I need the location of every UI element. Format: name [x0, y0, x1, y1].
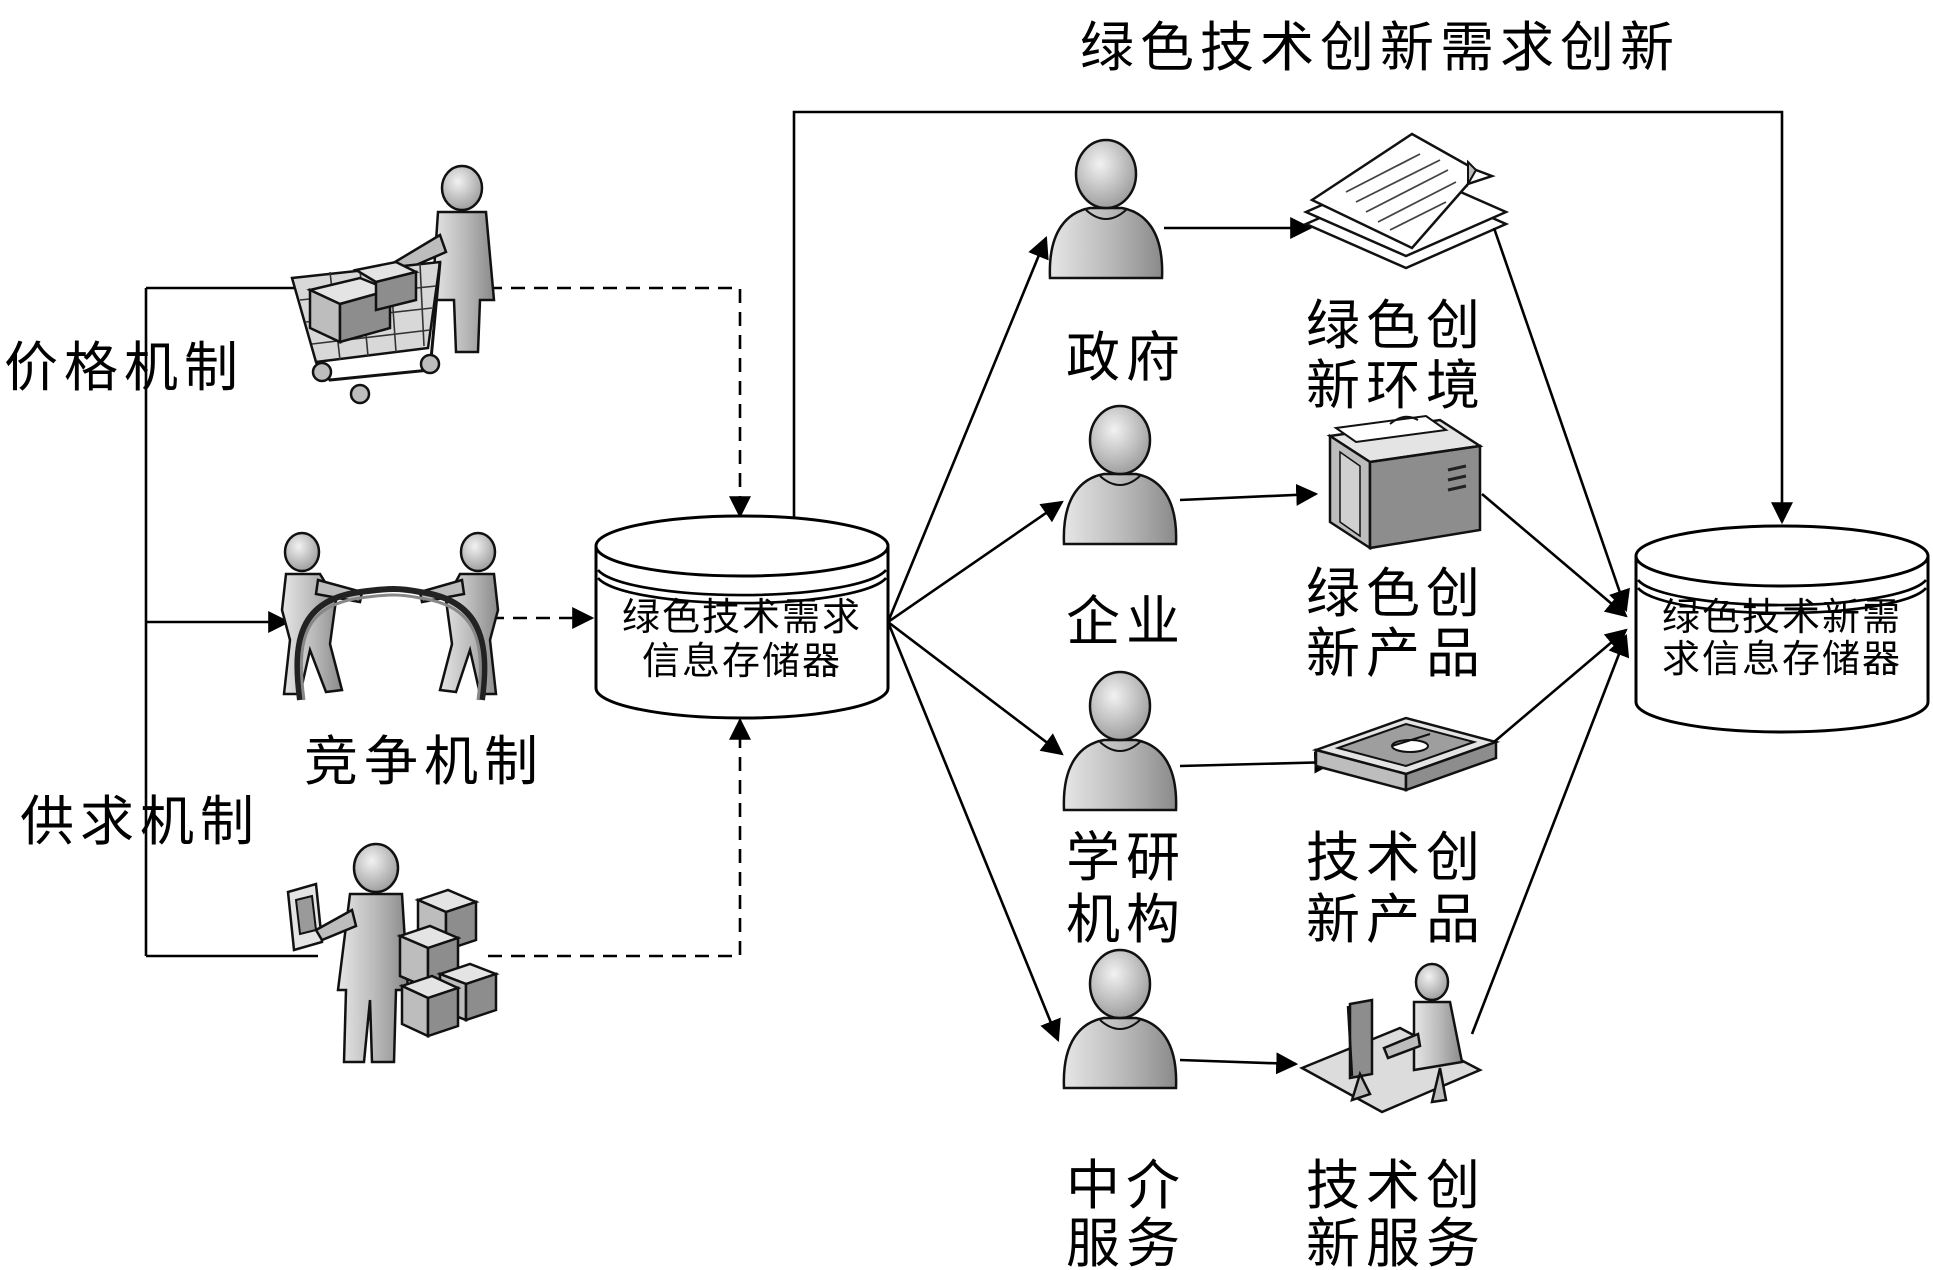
mechanism-connectors [144, 277, 323, 958]
government-person-icon [1048, 138, 1164, 280]
new-demand-info-storage: 绿色技术新需 求信息存储器 [1634, 524, 1930, 734]
demand-info-storage: 绿色技术需求 信息存储器 [594, 514, 890, 720]
actor-label-intermediary-line1: 中介 [1066, 1154, 1186, 1217]
actor-label-government: 政府 [1066, 326, 1186, 389]
supply-demand-mechanism-label: 供求机制 [20, 790, 260, 853]
actor-label-intermediary-line2: 服务 [1066, 1212, 1186, 1270]
output-label-green-environment-line2: 新环境 [1306, 354, 1486, 417]
tape-drive-icon [1311, 716, 1501, 792]
demand-storage-label-line2: 信息存储器 [642, 639, 842, 683]
storage-to-actor-arrows [886, 235, 1064, 1043]
tug-of-war-icon [280, 531, 500, 701]
actor-label-research-line2: 机构 [1066, 888, 1186, 951]
output-label-green-product-line2: 新产品 [1306, 622, 1486, 685]
price-mechanism-label: 价格机制 [4, 336, 244, 399]
competition-mechanism-label: 竞争机制 [304, 730, 544, 793]
workstation-icon [1299, 962, 1483, 1114]
output-label-tech-service-line2: 新服务 [1306, 1212, 1486, 1270]
output-label-tech-service-line1: 技术创 [1306, 1154, 1486, 1217]
new-demand-storage-label-line2: 求信息存储器 [1662, 637, 1902, 681]
actor-label-research-line1: 学研 [1066, 826, 1186, 889]
output-label-tech-product-line2: 新产品 [1306, 888, 1486, 951]
computer-icon [1326, 414, 1484, 551]
actor-to-output-arrows [1164, 217, 1337, 1075]
output-label-tech-product-line1: 技术创 [1306, 826, 1486, 889]
intermediary-person-icon [1062, 948, 1178, 1090]
documents-icon [1302, 132, 1510, 270]
enterprise-person-icon [1062, 404, 1178, 546]
actor-label-enterprise: 企业 [1066, 590, 1186, 653]
shopping-cart-icon [290, 164, 496, 405]
dashed-connectors [488, 286, 751, 958]
diagram-title: 绿色技术创新需求创新 [1080, 16, 1680, 79]
demand-storage-label-line1: 绿色技术需求 [622, 595, 862, 639]
output-label-green-product-line1: 绿色创 [1306, 562, 1486, 625]
supply-person-icon [286, 842, 500, 1064]
output-to-storage-arrows [1470, 227, 1630, 1035]
new-demand-storage-label-line1: 绿色技术新需 [1662, 595, 1902, 639]
research-person-icon [1062, 670, 1178, 812]
feedback-loop-arrow [792, 110, 1793, 525]
output-label-green-environment-line1: 绿色创 [1306, 294, 1486, 357]
